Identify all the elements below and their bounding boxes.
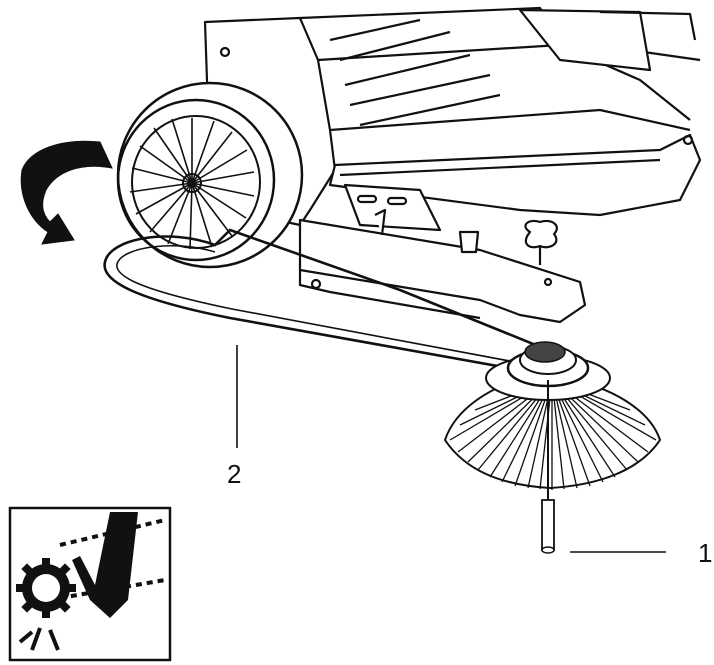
callout-leaders	[236, 345, 666, 553]
wheel	[116, 81, 304, 269]
callout-label-1: 1	[698, 538, 712, 568]
side-brush	[443, 341, 662, 554]
curved-rotation-arrow-icon	[20, 140, 113, 245]
brush-arm	[298, 183, 587, 324]
hand-entanglement-warning-icon	[8, 506, 172, 662]
callout-label-2: 2	[227, 459, 241, 489]
